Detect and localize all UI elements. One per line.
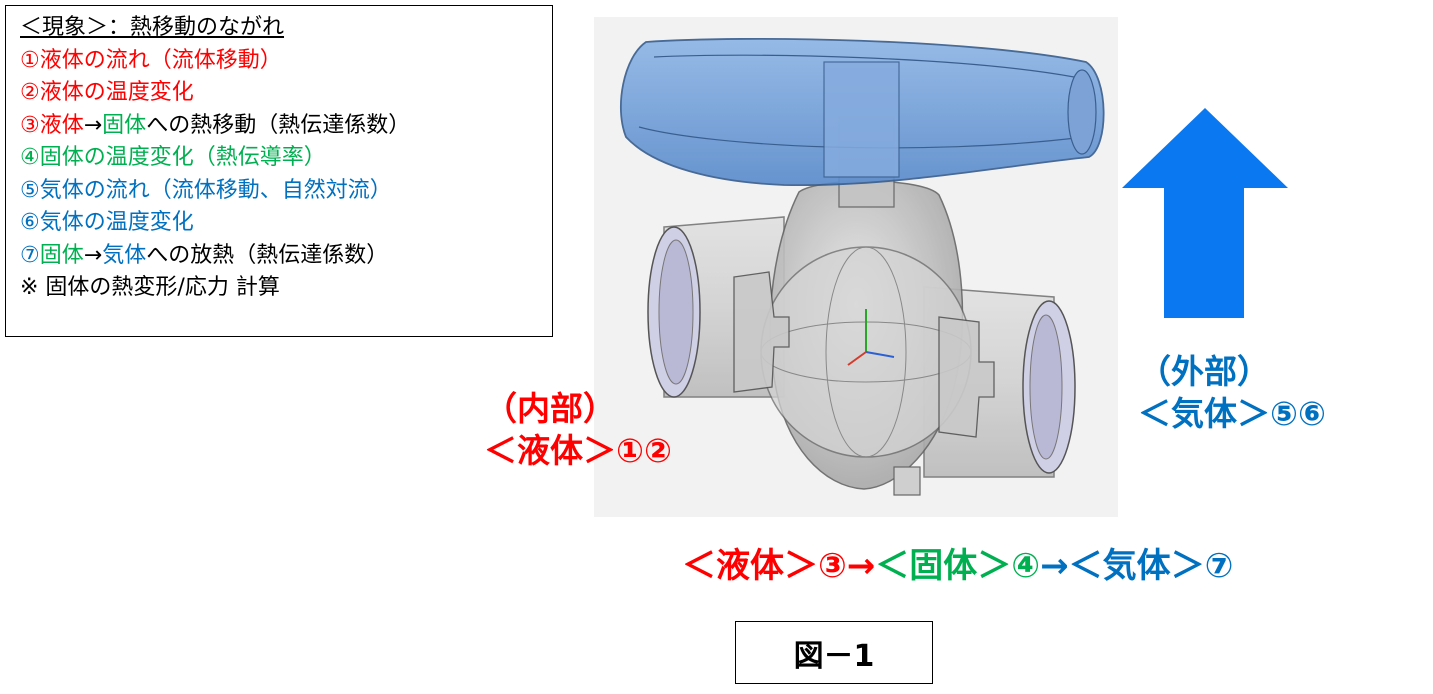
legend-item-6: ⑥気体の温度変化: [20, 207, 552, 240]
legend-item-8: ※ 固体の熱変形/応力 計算: [20, 272, 552, 305]
legend-item-7-segment-3: →: [83, 242, 103, 268]
legend-item-8-segment-1: ※ 固体の熱変形/応力 計算: [20, 275, 280, 300]
legend-item-6-segment-1: ⑥気体の温度変化: [20, 210, 194, 235]
legend-title: ＜現象＞：熱移動のながれ: [20, 15, 285, 40]
legend-item-2-segment-1: ②液体の温度変化: [20, 80, 194, 105]
legend-item-3-segment-3: 固体: [102, 112, 147, 138]
legend-item-4: ④固体の温度変化（熱伝導率）: [20, 142, 552, 175]
inner-liquid-label: （内部） ＜液体＞①②: [484, 388, 672, 472]
legend-item-2: ②液体の温度変化: [20, 77, 552, 110]
legend-item-7-segment-1: ⑦: [20, 242, 40, 268]
flow-liquid: ＜液体＞③: [682, 546, 847, 586]
legend-item-3-segment-4: への熱移動（熱伝達係数）: [146, 112, 411, 138]
outer-gas-label: （外部） ＜気体＞⑤⑥: [1138, 351, 1326, 435]
ball-valve-3d-model: [619, 37, 1105, 496]
legend-item-5: ⑤気体の流れ（流体移動、自然対流）: [20, 175, 552, 208]
legend-item-7: ⑦固体→気体への放熱（熱伝達係数）: [20, 240, 552, 273]
legend-item-3: ③液体→固体への熱移動（熱伝達係数）: [20, 110, 552, 143]
valve-model-view: [594, 17, 1118, 517]
flow-solid: ＜固体＞④: [875, 546, 1041, 586]
outer-label-line2: ＜気体＞⑤⑥: [1138, 394, 1326, 433]
legend-item-7-segment-4: 気体: [102, 242, 147, 268]
flow-arrow-1: →: [846, 546, 876, 586]
legend-item-3-segment-1: ③液体: [20, 112, 84, 138]
legend-item-7-segment-2: 固体: [39, 242, 84, 268]
heat-flow-sequence: ＜液体＞③→＜固体＞④→＜気体＞⑦: [682, 544, 1233, 588]
inner-label-line1: （内部）: [484, 389, 616, 428]
flow-gas: ＜気体＞⑦: [1068, 546, 1234, 586]
up-arrow-icon: [1122, 108, 1288, 318]
legend-item-5-segment-1: ⑤気体の流れ（流体移動、自然対流）: [20, 177, 392, 203]
figure-caption-box: 図－1: [735, 621, 933, 684]
figure-caption: 図－1: [793, 638, 875, 674]
inner-label-line2: ＜液体＞①②: [484, 431, 672, 470]
legend-item-1: ①液体の流れ（流体移動）: [20, 45, 552, 78]
legend-item-1-segment-1: ①液体の流れ（流体移動）: [20, 47, 282, 73]
legend-item-4-segment-1: ④固体の温度変化（熱伝導率）: [20, 145, 326, 170]
legend-item-3-segment-2: →: [83, 112, 103, 138]
outer-label-line1: （外部）: [1138, 352, 1270, 391]
legend-item-7-segment-5: への放熱（熱伝達係数）: [146, 242, 389, 268]
flow-arrow-2: →: [1040, 546, 1069, 586]
